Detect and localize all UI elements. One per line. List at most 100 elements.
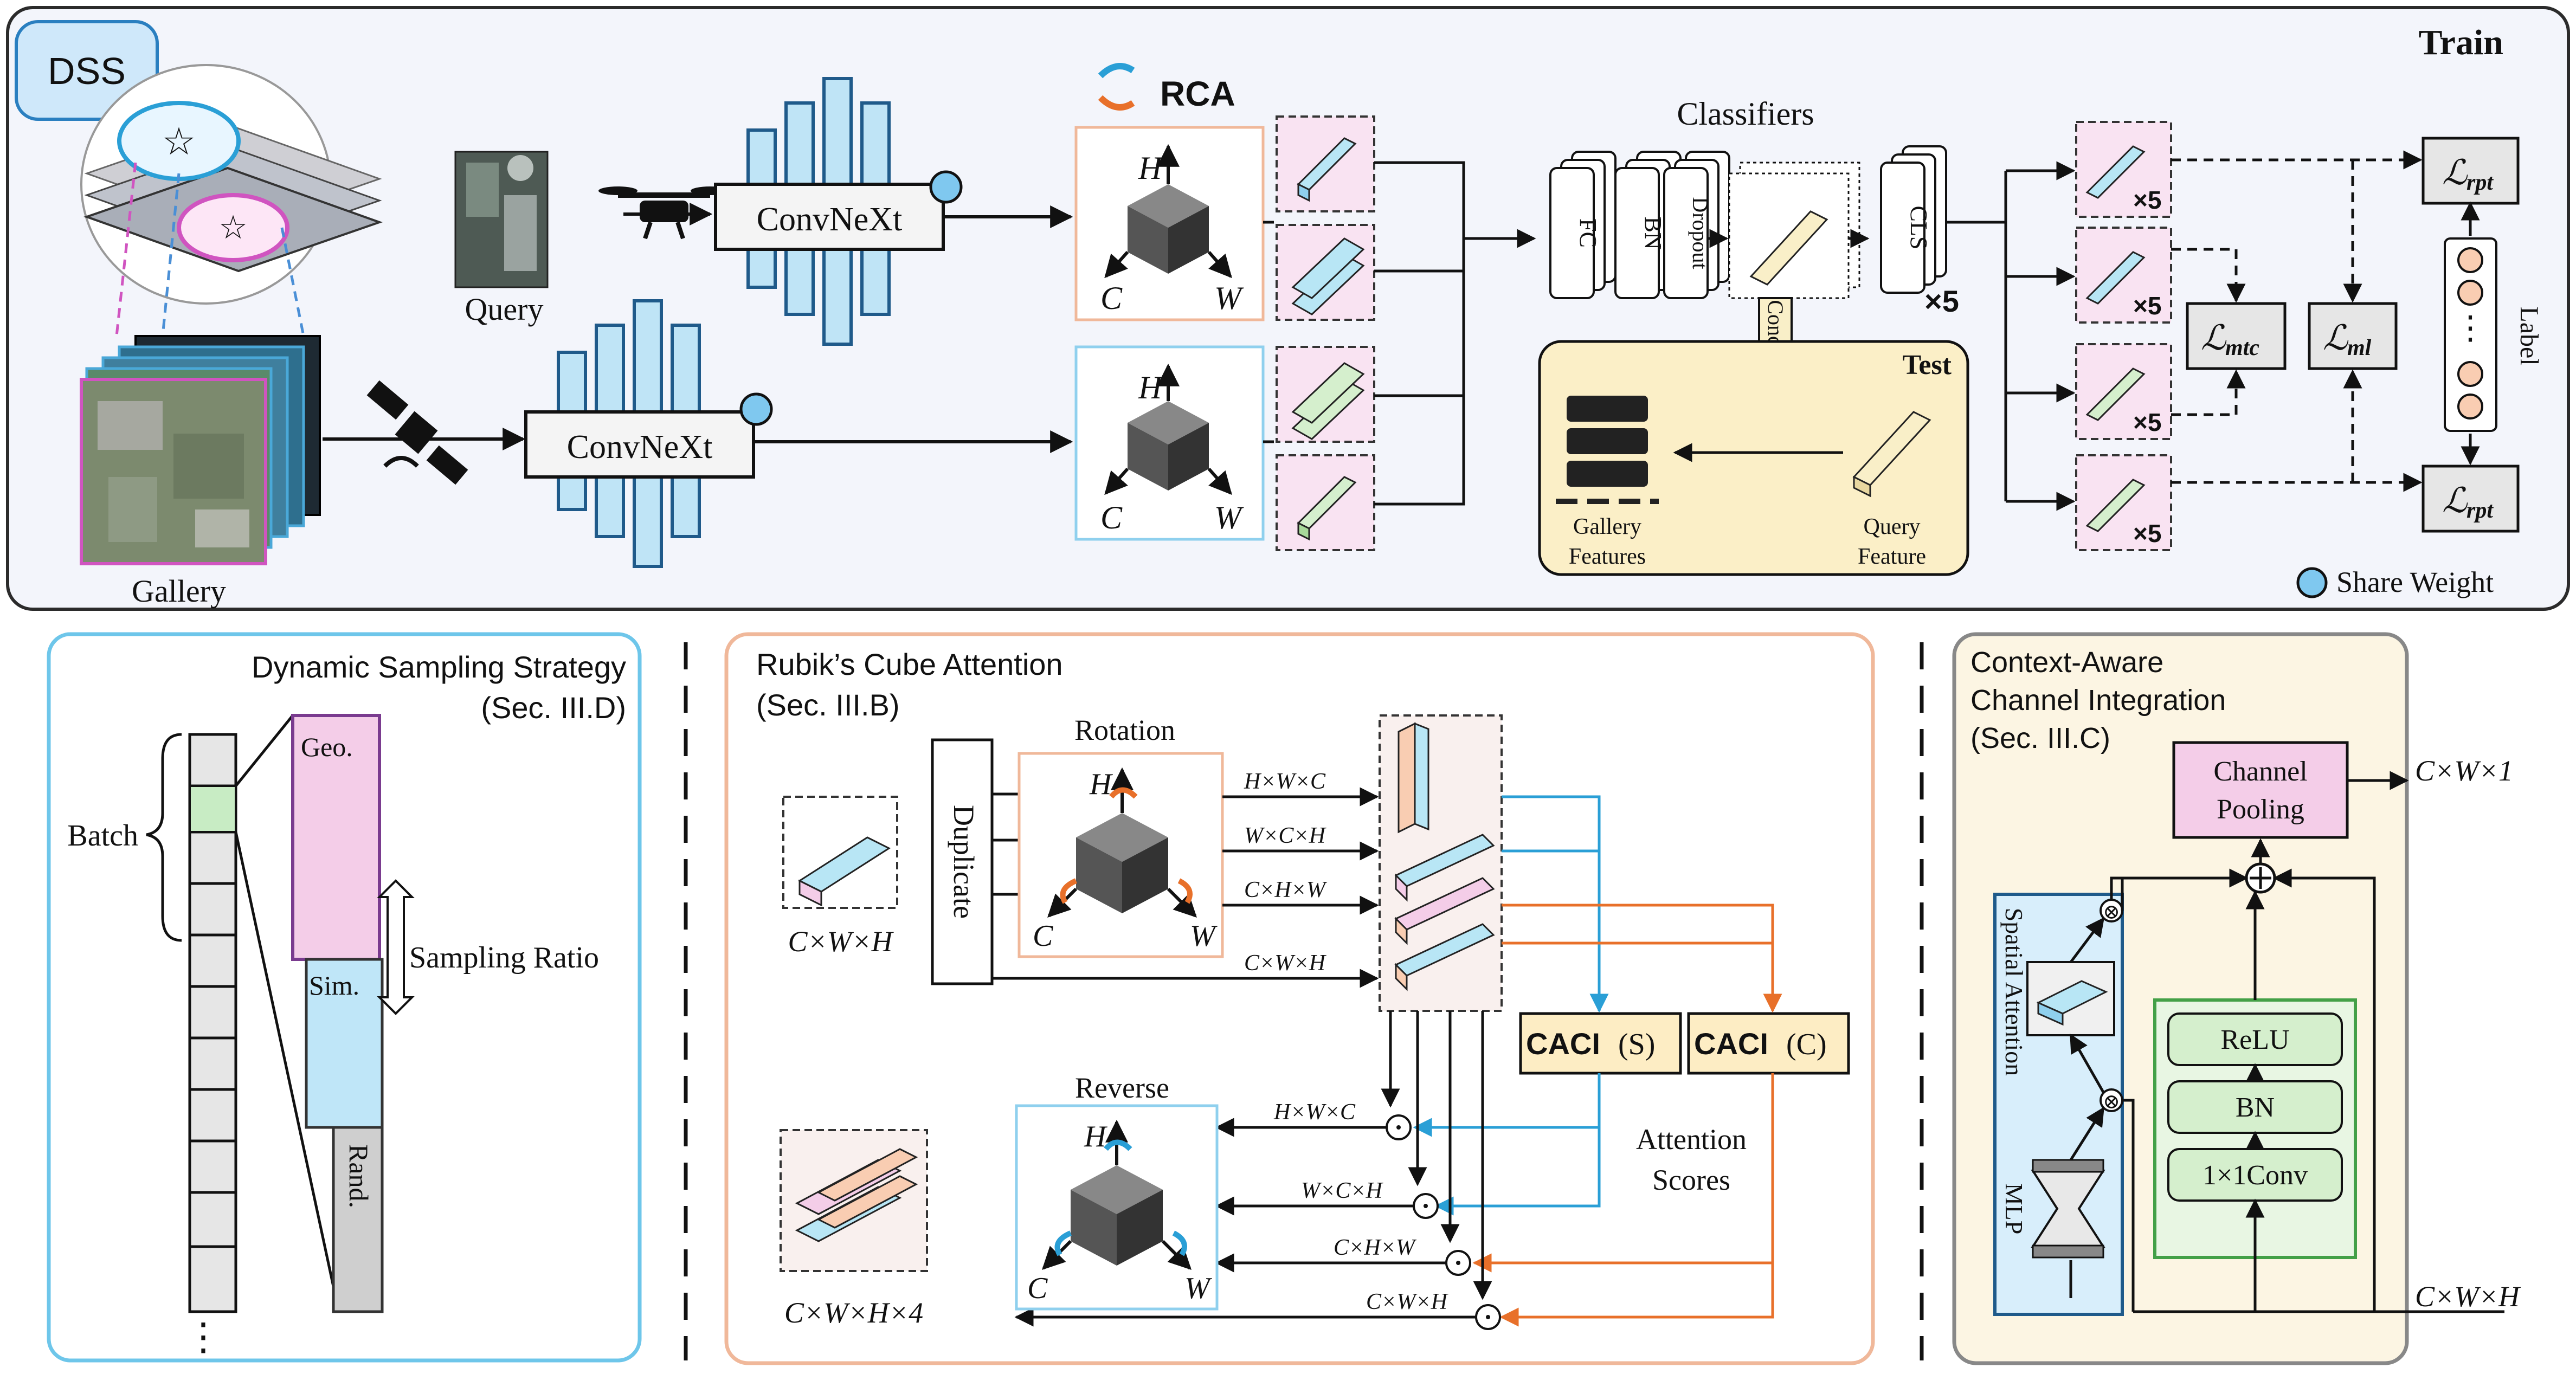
loss-connectors (2171, 150, 2423, 492)
loss-rpt-symbol: ℒ (2442, 481, 2468, 520)
satellite-icon (366, 380, 468, 485)
loss-mtc-sub: mtc (2225, 336, 2259, 360)
dss-badge-label: DSS (48, 50, 126, 92)
dss-panel: Dynamic Sampling Strategy (Sec. III.D) ⋮… (47, 632, 642, 1363)
batch-label: Batch (67, 819, 138, 853)
caci-title-2: Channel Integration (1970, 684, 2226, 717)
channel-pooling-label-1: Channel (2213, 756, 2307, 787)
axis-c: C (1100, 280, 1123, 316)
rubik-cube-bottom: H C W (1074, 345, 1265, 541)
dropout-layer (1663, 167, 1709, 299)
feature-box-4 (1276, 454, 1375, 551)
sim-label: Sim. (309, 970, 359, 1001)
sampling-ratio-label: Sampling Ratio (409, 941, 599, 975)
loss-rpt-top: ℒ rpt (2422, 137, 2520, 205)
channel-pooling-label-2: Pooling (2217, 794, 2304, 825)
query-feature-label-2: Feature (1858, 544, 1926, 569)
duplicate-label: Duplicate (948, 805, 980, 919)
rca-title: Rubik’s Cube Attention (756, 647, 1063, 681)
share-weight-label: Share Weight (2336, 566, 2494, 598)
geo-bar: Geo. (291, 714, 381, 961)
fc-label: FC (1575, 218, 1601, 248)
conv-label: 1×1Conv (2203, 1160, 2308, 1191)
rotation-label: Rotation (1074, 714, 1175, 746)
cls-label: CLS (1905, 206, 1932, 250)
reverse-label-1: H×W×C (1273, 1100, 1356, 1125)
attention-label-1: Attention (1636, 1123, 1747, 1156)
loss-ml-sub: ml (2347, 336, 2372, 360)
label-text: Label (2515, 306, 2543, 365)
rca-input-dims: C×W×H (788, 925, 894, 958)
axis-h: H (1138, 150, 1164, 186)
axis-w: W (1190, 919, 1218, 953)
gallery-features-label-2: Features (1569, 544, 1646, 569)
loss-rpt-sub: rpt (2466, 498, 2494, 523)
axis-h: H (1084, 1120, 1107, 1153)
sampling-grid-illustration: ☆ ☆ (80, 64, 383, 337)
caci-s-label: CACI (1526, 1027, 1600, 1061)
loss-mtc-symbol: ℒ (2201, 319, 2227, 357)
times5-label: ×5 (2133, 186, 2161, 214)
split-lines (2004, 161, 2076, 511)
star-icon: ☆ (218, 210, 248, 246)
output-feature-2: ×5 (2075, 227, 2172, 324)
axis-h: H (1138, 370, 1164, 405)
batch-brace (146, 733, 182, 942)
caci-c-suffix: (C) (1786, 1028, 1827, 1061)
axis-c: C (1033, 919, 1053, 953)
loss-ml-symbol: ℒ (2323, 319, 2349, 357)
output-feature-4: ×5 (2075, 454, 2172, 551)
relu-label: ReLU (2220, 1024, 2289, 1055)
dropout-label: Dropout (1688, 197, 1712, 269)
rotated-features (1379, 714, 1503, 1012)
reverse-cube: H C W (1015, 1104, 1219, 1311)
caci-c-label: CACI (1694, 1027, 1768, 1061)
spatial-attention-label: Spatial Attention (2000, 908, 2028, 1076)
axis-w: W (1214, 280, 1244, 316)
axis-w: W (1214, 500, 1244, 536)
label-ellipsis: ⋮ (2454, 310, 2487, 346)
star-icon: ☆ (162, 121, 196, 163)
caci-s-block: CACI (S) (1519, 1012, 1682, 1075)
cls-layer (1880, 162, 1925, 294)
test-panel: Test Gallery Features Query Feature (1538, 340, 1969, 576)
train-title: Train (2419, 23, 2503, 62)
sampling-ratio-arrow (377, 879, 415, 1015)
output-feature-1: ×5 (2075, 121, 2172, 218)
output-feature-3: ×5 (2075, 343, 2172, 440)
classifiers-title: Classifiers (1677, 96, 1814, 132)
rand-label: Rand. (344, 1144, 374, 1208)
convnext-bottom-label: ConvNeXt (567, 429, 713, 466)
loss-mtc: ℒ mtc (2186, 302, 2287, 370)
reverse-label-4: C×W×H (1366, 1289, 1449, 1314)
rotation-cube: H C W (1017, 752, 1224, 958)
train-panel: Train DSS ☆ ☆ (6, 6, 2570, 611)
batch-ellipsis: ⋮ (184, 1317, 222, 1358)
axis-w: W (1184, 1272, 1212, 1305)
caci-title-1: Context-Aware (1970, 646, 2163, 679)
reverse-label: Reverse (1075, 1072, 1169, 1104)
geo-label: Geo. (301, 732, 353, 762)
perm-label-4: C×W×H (1244, 951, 1327, 976)
blue-attention-flow (1413, 795, 1609, 1216)
rca-input-feature (782, 796, 898, 909)
reverse-label-2: W×C×H (1301, 1178, 1384, 1203)
loss-ml: ℒ ml (2308, 302, 2398, 370)
rca-panel: Rubik’s Cube Attention (Sec. III.B) C×W×… (724, 632, 1875, 1365)
gallery-image-stack (80, 335, 321, 565)
loss-rpt-symbol: ℒ (2442, 153, 2468, 192)
times5-label: ×5 (2133, 519, 2161, 547)
dss-sec: (Sec. III.D) (481, 691, 626, 725)
gallery-label: Gallery (132, 573, 226, 609)
query-feature-label-1: Query (1864, 514, 1921, 539)
loss-rpt-bottom: ℒ rpt (2422, 465, 2520, 533)
rand-bar: Rand. (332, 1126, 384, 1313)
rca-logo: RCA (1098, 63, 1235, 113)
test-title: Test (1902, 350, 1952, 380)
rubik-cube-top: H C W (1074, 126, 1265, 321)
feature-down-lines (1381, 1011, 1492, 1300)
mlp-icon (2031, 1159, 2105, 1259)
rca-label: RCA (1160, 74, 1235, 113)
